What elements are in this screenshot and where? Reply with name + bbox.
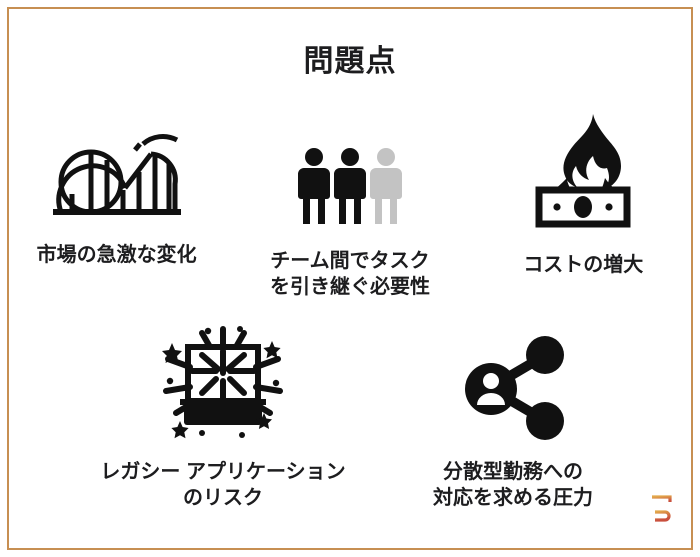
brand-logo	[644, 491, 674, 529]
item-label: 分散型勤務への 対応を求める圧力	[433, 461, 593, 510]
item-label: コストの増大	[523, 254, 644, 276]
exploding-laptop-icon	[158, 325, 288, 443]
items-row-top: 市場の急激な変化	[0, 110, 700, 301]
item-legacy-risk: レガシー アプリケーション のリスク	[78, 325, 368, 512]
item-market-change: 市場の急激な変化	[0, 110, 233, 301]
item-label: 市場の急激な変化	[36, 244, 197, 266]
item-label: チーム間でタスク を引き継ぐ必要性	[269, 250, 430, 299]
items-row-bottom: レガシー アプリケーション のリスク 分散型勤務への 対応を求める圧力	[0, 325, 700, 512]
item-label: レガシー アプリケーション のリスク	[100, 461, 346, 510]
item-distributed-work: 分散型勤務への 対応を求める圧力	[368, 325, 658, 512]
roller-coaster-icon	[47, 110, 187, 228]
page-title: 問題点	[303, 45, 397, 78]
item-task-handoff: チーム間でタスク を引き継ぐ必要性	[233, 110, 466, 301]
share-network-person-icon	[457, 325, 569, 443]
burning-money-icon	[531, 110, 635, 228]
item-cost-increase: コストの増大	[467, 110, 700, 301]
three-people-icon	[294, 110, 406, 228]
